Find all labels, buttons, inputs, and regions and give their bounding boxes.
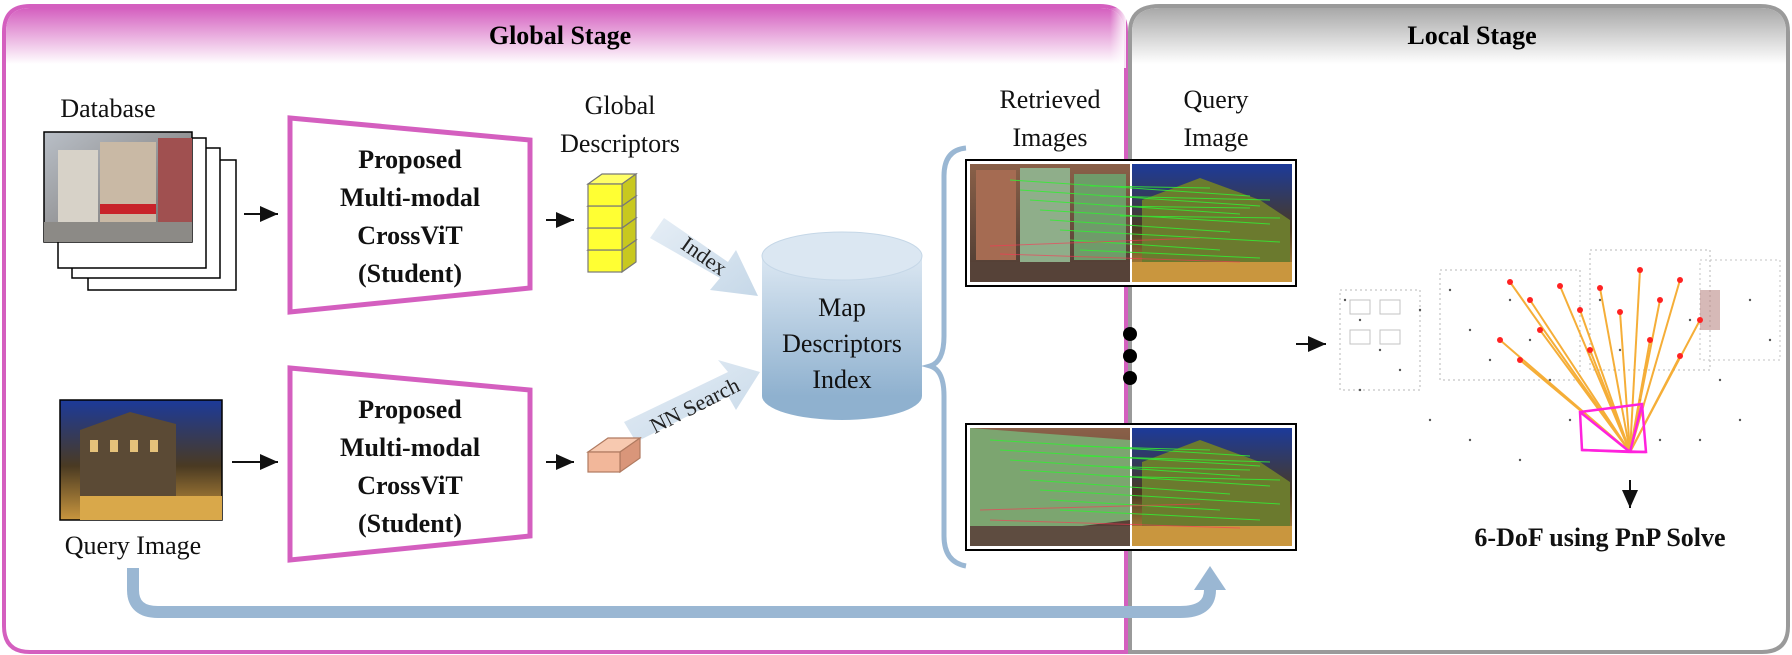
encoder-top-line-2: Multi-modal (340, 183, 480, 212)
encoder-top: Proposed Multi-modal CrossViT (Student) (287, 115, 533, 315)
encoder-top-line-4: (Student) (358, 259, 462, 288)
local-stage-title: Local Stage (1407, 21, 1536, 50)
more-results-ellipsis (1123, 327, 1137, 385)
map-index-line-1: Map (818, 293, 866, 322)
match-pair-top (965, 159, 1297, 287)
descriptor-cube (586, 172, 638, 208)
encoder-bottom-line-3: CrossViT (357, 471, 462, 500)
retrieval-brace (920, 145, 967, 569)
output-label: 6-DoF using PnP Solve (1474, 523, 1725, 552)
global-descriptors-label-1: Global (585, 91, 656, 120)
global-stage-title: Global Stage (489, 21, 631, 50)
retrieved-images-label-2: Images (1012, 123, 1087, 152)
encoder-bottom-line-1: Proposed (358, 395, 462, 424)
encoder-bottom-line-4: (Student) (358, 509, 462, 538)
camera-frustum (1578, 402, 1648, 454)
query-image-thumbnail (59, 399, 223, 521)
query-descriptor-cube (586, 436, 642, 474)
retrieved-images-label-1: Retrieved (999, 85, 1100, 114)
database-image-stack (43, 131, 237, 291)
global-descriptor-stack (586, 172, 638, 274)
map-descriptors-index-cylinder: Map Descriptors Index (761, 231, 923, 420)
map-index-line-3: Index (812, 365, 871, 394)
query-image-label: Query Image (65, 531, 201, 560)
map-index-line-2: Descriptors (782, 329, 902, 358)
encoder-bottom: Proposed Multi-modal CrossViT (Student) (287, 365, 533, 563)
encoder-top-line-3: CrossViT (357, 221, 462, 250)
match-pair-bottom (965, 423, 1297, 551)
encoder-top-line-1: Proposed (358, 145, 462, 174)
point-cloud-3d (1339, 249, 1781, 462)
query-feedback-arrow (127, 566, 1226, 618)
query-image-column-label-2: Image (1184, 123, 1249, 152)
global-stage-panel: Global Stage (2, 4, 1128, 654)
global-descriptors-label-2: Descriptors (560, 129, 680, 158)
query-image-column-label-1: Query (1184, 85, 1249, 114)
encoder-bottom-line-2: Multi-modal (340, 433, 480, 462)
database-label: Database (60, 94, 155, 123)
